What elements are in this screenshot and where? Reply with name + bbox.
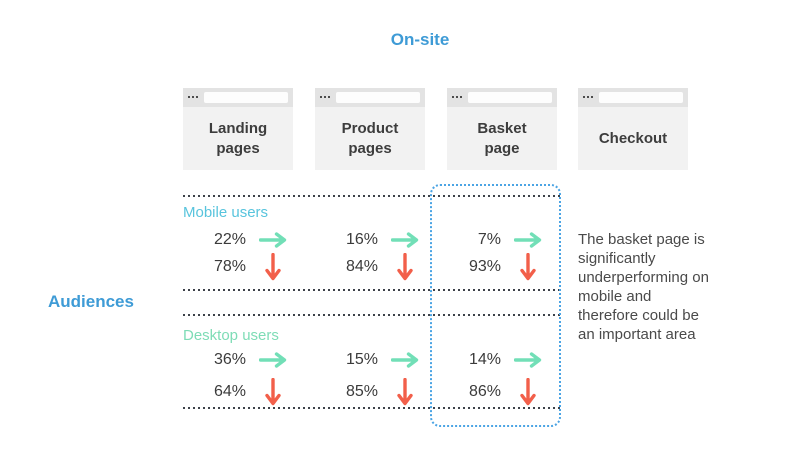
metric-mobile-product-continue: 16% (320, 225, 424, 255)
address-bar (468, 92, 552, 103)
percent-value: 22% (213, 231, 246, 248)
section-divider (183, 195, 561, 197)
browser-card-basket-page: Basket page (447, 88, 557, 170)
section-divider (183, 289, 561, 291)
browser-chrome-bar (183, 88, 293, 107)
percent-value: 14% (468, 351, 501, 368)
percent-value: 64% (213, 383, 246, 400)
right-arrow-icon (391, 352, 419, 368)
metric-mobile-landing-continue: 22% (188, 225, 292, 255)
percent-value: 16% (345, 231, 378, 248)
page-title: On-site (390, 30, 450, 49)
right-arrow-icon (259, 232, 287, 248)
metric-mobile-landing-drop: 78% (188, 252, 292, 282)
metric-mobile-basket-drop: 93% (443, 252, 547, 282)
basket-highlight-box (430, 184, 561, 427)
audience-label-mobile: Mobile users (183, 204, 269, 221)
right-arrow-icon (259, 352, 287, 368)
right-arrow-icon (514, 352, 542, 368)
browser-chrome-bar (578, 88, 688, 107)
metric-desktop-product-drop: 85% (320, 377, 424, 407)
percent-value: 15% (345, 351, 378, 368)
percent-value: 86% (468, 383, 501, 400)
down-arrow-icon (397, 378, 413, 406)
window-dots-icon (320, 96, 330, 98)
right-arrow-icon (514, 232, 542, 248)
down-arrow-icon (520, 378, 536, 406)
metric-desktop-basket-continue: 14% (443, 345, 547, 375)
window-dots-icon (188, 96, 198, 98)
down-arrow-icon (265, 378, 281, 406)
browser-chrome-bar (315, 88, 425, 107)
metric-desktop-landing-drop: 64% (188, 377, 292, 407)
metric-desktop-basket-drop: 86% (443, 377, 547, 407)
window-dots-icon (452, 96, 462, 98)
percent-value: 36% (213, 351, 246, 368)
card-label: Checkout (578, 107, 688, 170)
percent-value: 93% (468, 258, 501, 275)
address-bar (336, 92, 420, 103)
card-label: Product pages (315, 107, 425, 170)
card-label: Basket page (447, 107, 557, 170)
browser-chrome-bar (447, 88, 557, 107)
down-arrow-icon (520, 253, 536, 281)
down-arrow-icon (397, 253, 413, 281)
metric-desktop-landing-continue: 36% (188, 345, 292, 375)
section-divider (183, 314, 561, 316)
browser-card-checkout: Checkout (578, 88, 688, 170)
section-divider (183, 407, 561, 409)
annotation-text: The basket page is significantly underpe… (578, 231, 709, 343)
percent-value: 78% (213, 258, 246, 275)
percent-value: 85% (345, 383, 378, 400)
metric-desktop-product-continue: 15% (320, 345, 424, 375)
down-arrow-icon (265, 253, 281, 281)
audiences-label: Audiences (48, 292, 134, 311)
audience-label-desktop: Desktop users (183, 327, 279, 344)
address-bar (204, 92, 288, 103)
browser-card-landing-pages: Landing pages (183, 88, 293, 170)
metric-mobile-basket-continue: 7% (443, 225, 547, 255)
percent-value: 7% (477, 231, 501, 248)
browser-card-product-pages: Product pages (315, 88, 425, 170)
window-dots-icon (583, 96, 593, 98)
right-arrow-icon (391, 232, 419, 248)
card-label: Landing pages (183, 107, 293, 170)
percent-value: 84% (345, 258, 378, 275)
address-bar (599, 92, 683, 103)
metric-mobile-product-drop: 84% (320, 252, 424, 282)
